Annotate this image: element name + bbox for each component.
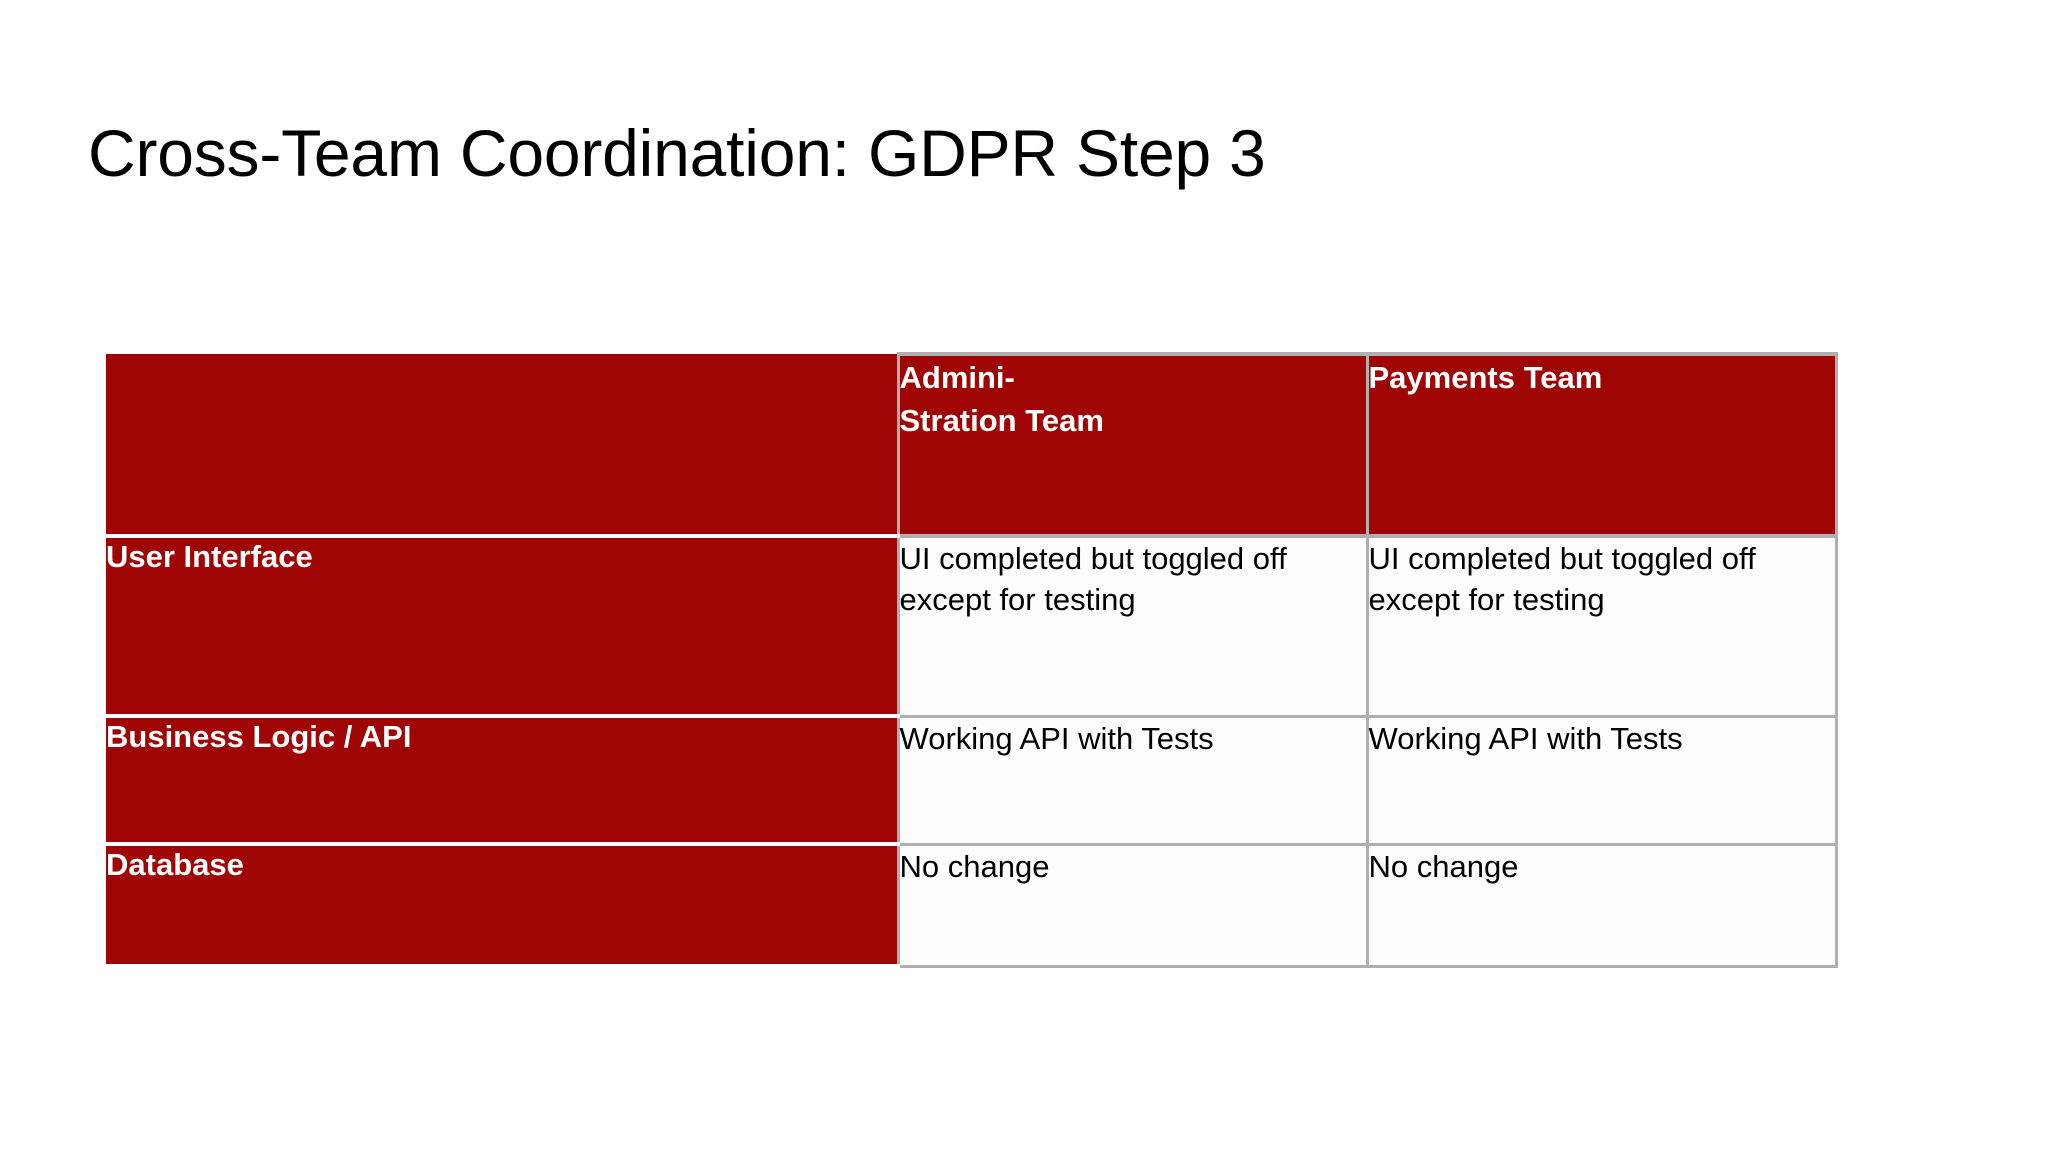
row-label-user-interface: User Interface [106, 536, 898, 718]
row-label-database: Database [106, 844, 898, 968]
cell-user-interface-payments-team: UI completed but toggled off except for … [1365, 536, 1838, 718]
cross-team-comparison-table: Admini- Stration Team Payments Team User… [106, 352, 1838, 968]
column-header-administration-team-line1: Admini- [899, 360, 1015, 395]
row-label-business-logic-api: Business Logic / API [106, 716, 898, 846]
table-row: User Interface UI completed but toggled … [106, 536, 1838, 718]
table-corner-cell [106, 354, 898, 538]
column-header-administration-team-line2: Stration Team [899, 403, 1104, 438]
column-header-payments-team-line1: Payments Team [1368, 360, 1603, 395]
table-header-row: Admini- Stration Team Payments Team [106, 352, 1838, 538]
page-title: Cross-Team Coordination: GDPR Step 3 [88, 116, 1266, 190]
cell-business-logic-api-payments-team: Working API with Tests [1365, 716, 1838, 846]
column-header-administration-team: Admini- Stration Team [896, 352, 1369, 538]
cell-database-administration-team: No change [896, 844, 1369, 968]
table-row: Database No change No change [106, 844, 1838, 968]
cell-business-logic-api-administration-team: Working API with Tests [896, 716, 1369, 846]
cell-user-interface-administration-team: UI completed but toggled off except for … [896, 536, 1369, 718]
cell-database-payments-team: No change [1365, 844, 1838, 968]
table-row: Business Logic / API Working API with Te… [106, 716, 1838, 846]
column-header-payments-team: Payments Team [1365, 352, 1838, 538]
